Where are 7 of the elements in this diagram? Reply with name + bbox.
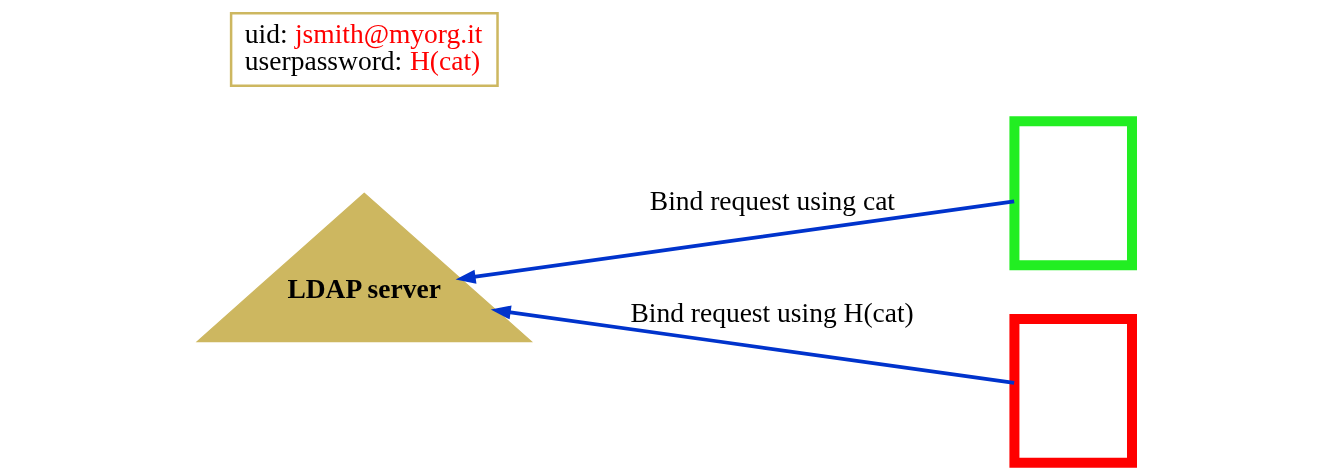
edge-label: Bind request using cat: [649, 185, 895, 217]
arrow: [455, 199, 1015, 284]
arrow: [490, 305, 1015, 385]
node-box: uid: jsmith@myorg.it userpassword: H(cat): [229, 11, 499, 87]
node-box: [1009, 116, 1137, 271]
node-box: [1009, 314, 1137, 468]
edge-label: Bind request using H(cat): [630, 296, 914, 328]
